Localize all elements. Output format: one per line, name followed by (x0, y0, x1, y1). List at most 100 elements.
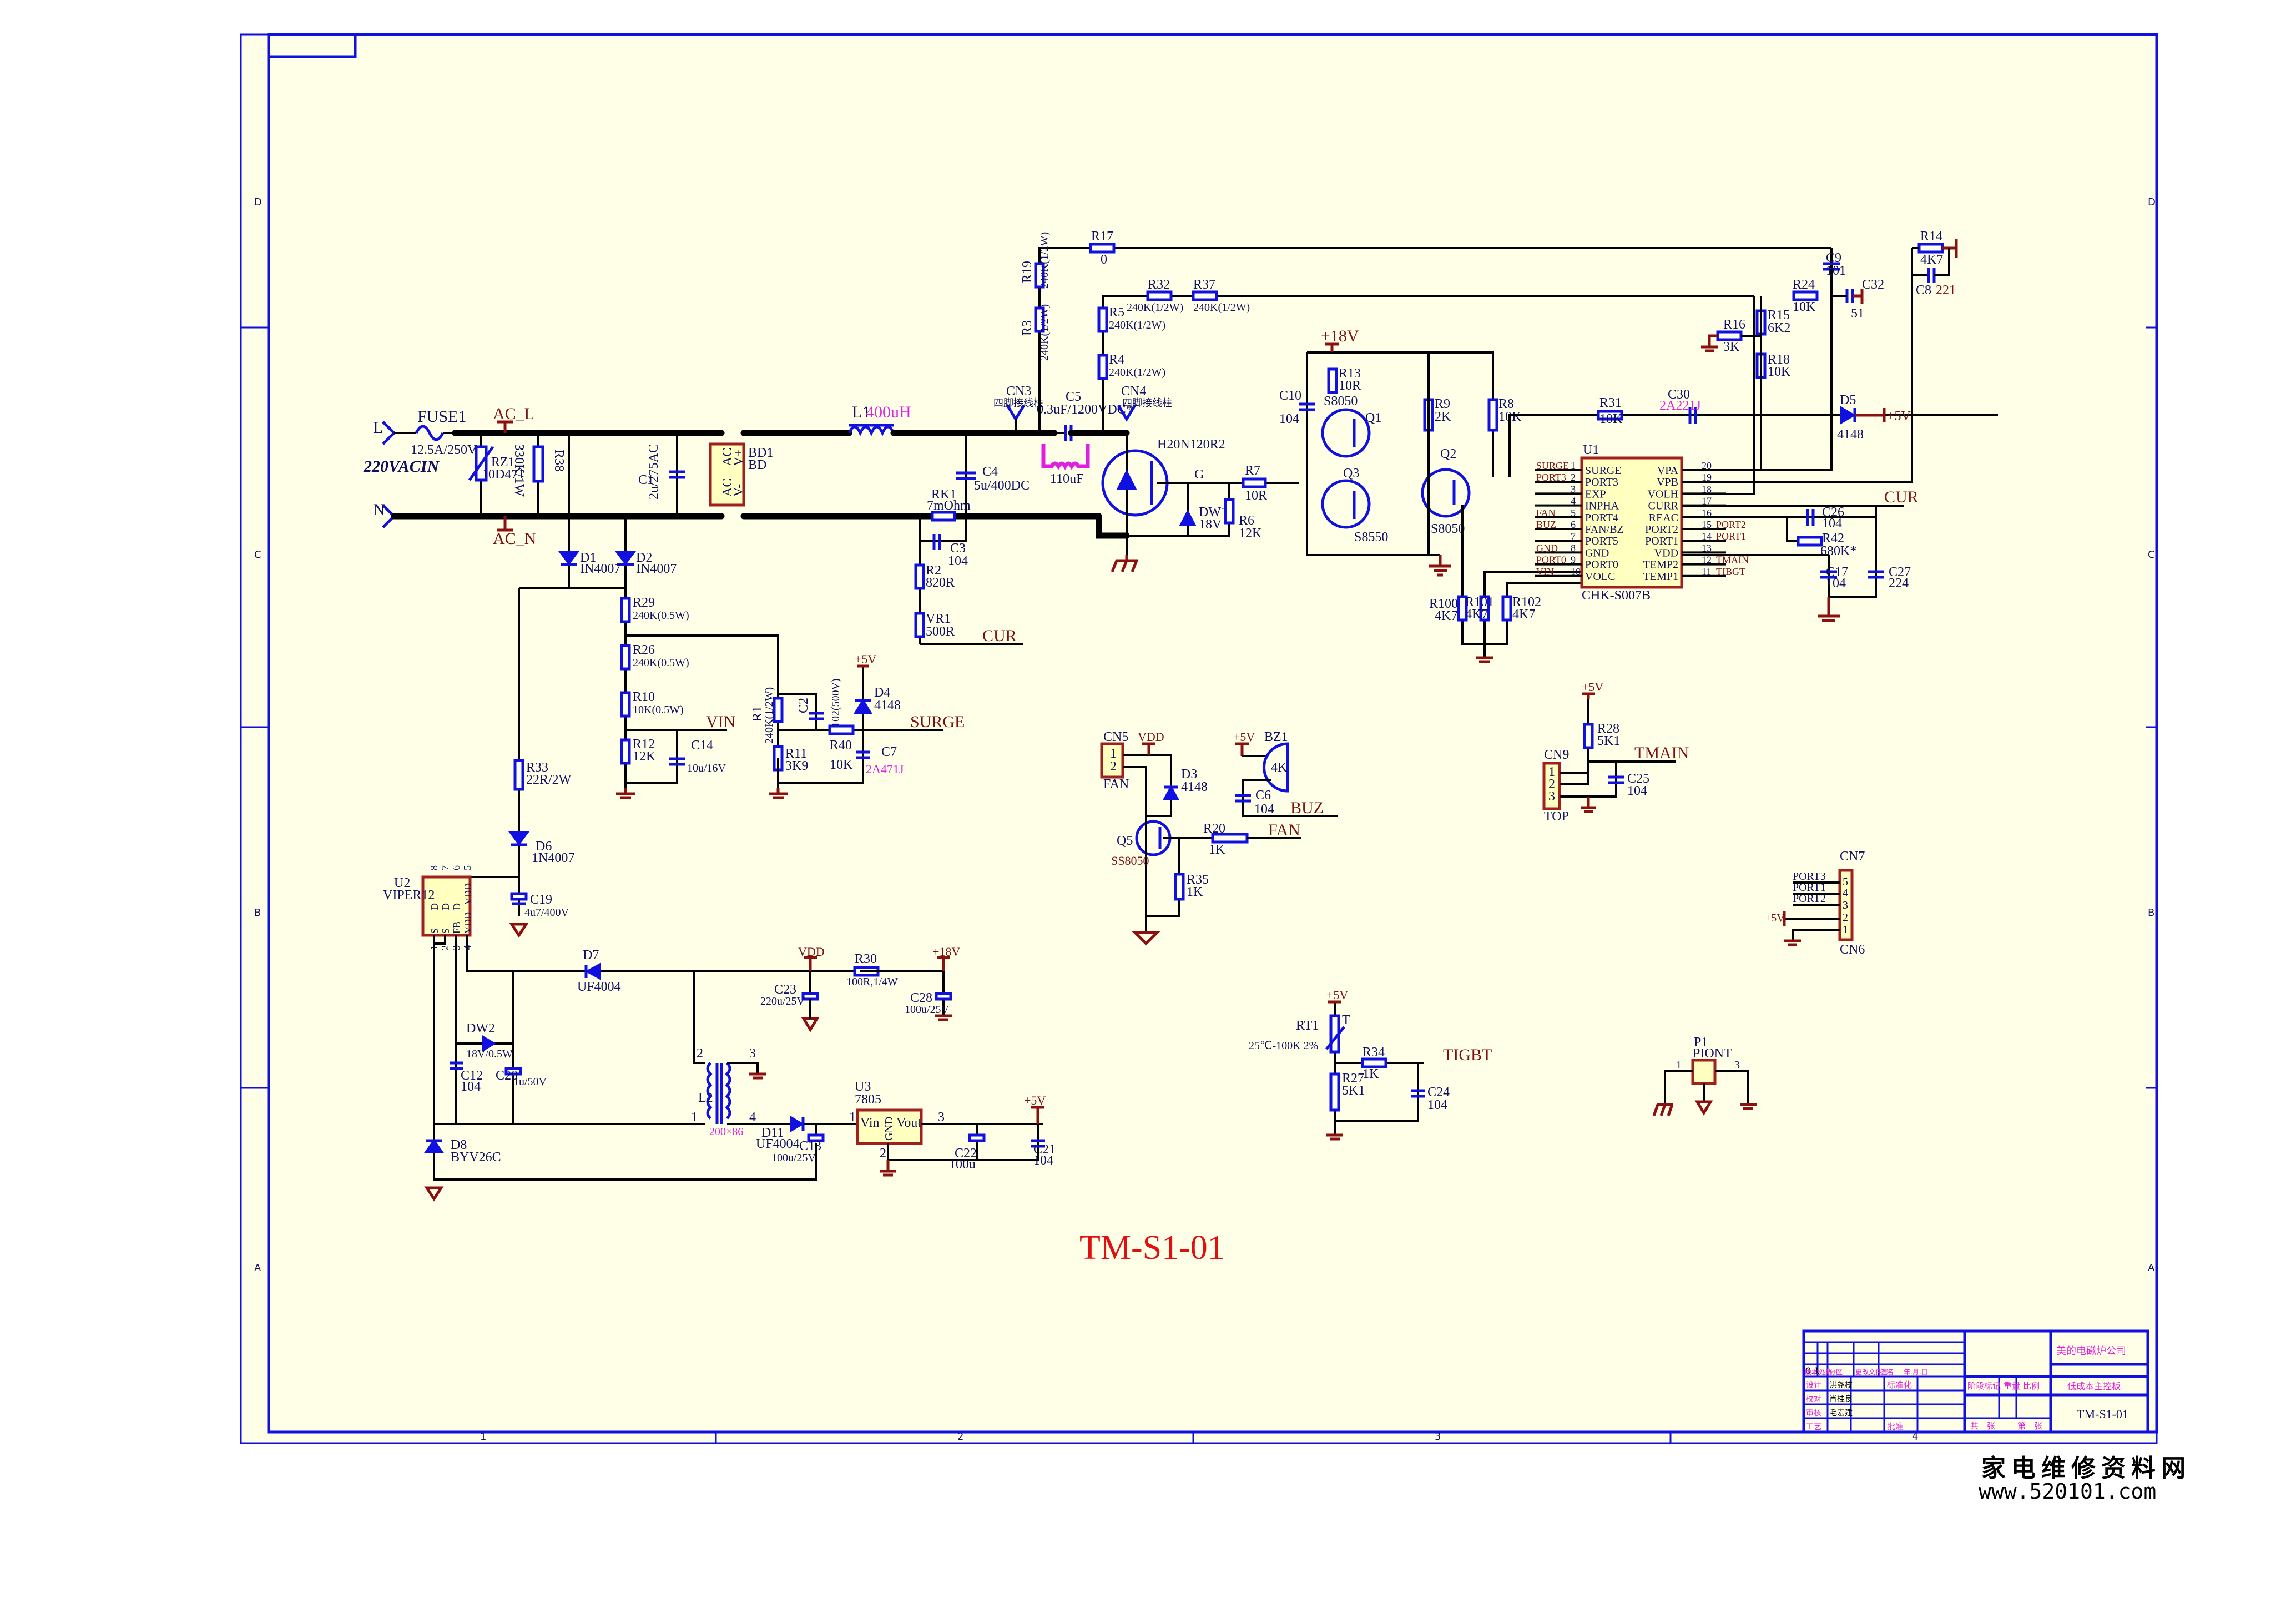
coil-value: 110uF (1050, 472, 1083, 486)
net-tigbt-label: TIGBT (1443, 1046, 1492, 1064)
u3-part: 7805 (855, 1092, 881, 1107)
cn9-pin-2: 2 (1548, 777, 1555, 792)
u1-pin-name: CURR (1648, 500, 1679, 512)
d5-value: 4148 (1837, 427, 1864, 442)
l1-ref: L1 (852, 403, 870, 421)
r40-value: 10K (830, 758, 853, 772)
vr1-ref: VR1 (926, 612, 951, 626)
zener-dw1-icon (1179, 509, 1197, 526)
r10-ref: R10 (633, 690, 655, 704)
cn7-net-port2: PORT2 (1793, 893, 1826, 905)
u1-pin-net: TMAIN (1716, 555, 1749, 566)
bz1-ref: BZ1 (1264, 730, 1288, 744)
d8-ref: D8 (451, 1138, 467, 1152)
r28-value: 5K1 (1597, 734, 1620, 748)
p1-pin-1: 1 (1676, 1059, 1682, 1071)
u1-pin-net: SURGE (1536, 460, 1569, 471)
fan-driver (1100, 742, 1338, 946)
r7-value: 10R (1245, 488, 1267, 503)
transistor-q2-icon (1421, 468, 1471, 518)
r27-ref: R27 (1342, 1071, 1364, 1086)
tb-sheet-no: 第 张 (2017, 1421, 2042, 1431)
terminal-l-label: L (373, 419, 383, 437)
input-voltage-label: 220VACIN (363, 457, 440, 476)
u1-pin-net: PORT1 (1716, 531, 1746, 542)
r31-ref: R31 (1599, 396, 1622, 410)
net-surge-label: SURGE (910, 713, 965, 731)
r38-value: 330K/1W (512, 444, 526, 497)
c26-value: 104 (1822, 516, 1842, 531)
q1-ref: Q1 (1365, 411, 1381, 425)
d1-value: IN4007 (580, 562, 620, 576)
u2-pin-name: FB (451, 921, 462, 934)
r24-ref: R24 (1793, 278, 1815, 292)
net-5v-cn7-label: +5V (1765, 912, 1785, 924)
u3-pin-2: 2 (880, 1146, 886, 1161)
d3-ref: D3 (1181, 767, 1197, 782)
tb-rev-header: 版本 (1805, 1368, 1818, 1376)
terminal-n-label: N (373, 501, 385, 519)
u1-pin-num: 2 (1571, 472, 1576, 483)
bd1-ref: BD1 (748, 446, 773, 460)
u1-pin-name: VOLC (1585, 571, 1615, 583)
u1-pin-name: PORT4 (1585, 512, 1618, 524)
ic-u1 (1580, 456, 1683, 589)
u3-pin-vout: Vout (896, 1116, 921, 1130)
title-block (1802, 1329, 2149, 1434)
u2-pin-num: 6 (451, 865, 462, 870)
watermark-url[interactable]: www.520101.com (1979, 1479, 2156, 1504)
u1-pin-name: TEMP2 (1643, 559, 1678, 571)
cn5-ref: CN5 (1103, 730, 1128, 744)
diode-d1-icon (558, 551, 579, 566)
u1-pin-net: GND (1536, 542, 1558, 553)
cn5-pin-2: 2 (1110, 759, 1117, 774)
grid-row-a-right: A (2148, 1262, 2155, 1274)
u1-pin-num: 1 (1571, 460, 1576, 471)
c32-value: 51 (1851, 306, 1864, 321)
l2-ref: L2 (698, 1091, 713, 1105)
r30-ref: R30 (855, 952, 877, 966)
r14-ref: R14 (1920, 229, 1942, 244)
fuse-value: 12.5A/250V (411, 443, 477, 457)
resistor-r38-icon (532, 445, 544, 483)
l2-pin-3: 3 (749, 1046, 756, 1061)
cur-filter-components (1797, 509, 1884, 622)
r32-value: 240K(1/2W) (1127, 301, 1183, 314)
d2-ref: D2 (636, 551, 652, 565)
u2-pin-name: D (440, 903, 451, 910)
tb-role: 审核 (1806, 1409, 1821, 1418)
d2-value: IN4007 (636, 562, 677, 576)
tb-drawing-no: TM-S1-01 (2077, 1407, 2128, 1421)
u2-pin-num: 8 (428, 865, 440, 870)
r9-value: 2K (1435, 410, 1451, 424)
q5-value: SS8050 (1111, 854, 1149, 868)
r14-value: 4K7 (1920, 253, 1943, 267)
u1-pin-name: INPHA (1585, 500, 1619, 512)
r2-ref: R2 (926, 563, 941, 578)
u2-pin-num: 3 (451, 945, 462, 950)
u1-pin-num: 20 (1702, 460, 1712, 471)
c25-ref: C25 (1627, 772, 1649, 786)
grid-row-a: A (254, 1262, 261, 1274)
r42-value: 680K* (1820, 544, 1856, 558)
c19-value: 4u7/400V (524, 906, 569, 919)
c4-ref: C4 (982, 465, 998, 479)
u1-pin-num: 5 (1571, 507, 1576, 518)
r12-value: 12K (633, 749, 656, 764)
r6-value: 12K (1239, 526, 1262, 541)
terminal-cn4-icon (1117, 404, 1137, 422)
grid-row-d-right: D (2148, 196, 2156, 208)
r100-value: 4K7 (1435, 609, 1457, 623)
r11-ref: R11 (785, 747, 807, 761)
u2-ref: U2 (394, 876, 410, 890)
cn5-pin-1: 1 (1110, 747, 1117, 761)
u2-pin-name: S (429, 928, 440, 934)
c13-value: 100u/25V (771, 1152, 816, 1164)
r100-ref: R100 (1429, 597, 1458, 611)
c25-value: 104 (1627, 784, 1647, 798)
u1-pin-num: 16 (1702, 507, 1712, 518)
chassis-ground-icon (1111, 555, 1138, 572)
u2-pin-num: 2 (440, 945, 451, 950)
net-5v-top-label: +5V (1582, 680, 1603, 694)
q2-ref: Q2 (1440, 447, 1456, 461)
